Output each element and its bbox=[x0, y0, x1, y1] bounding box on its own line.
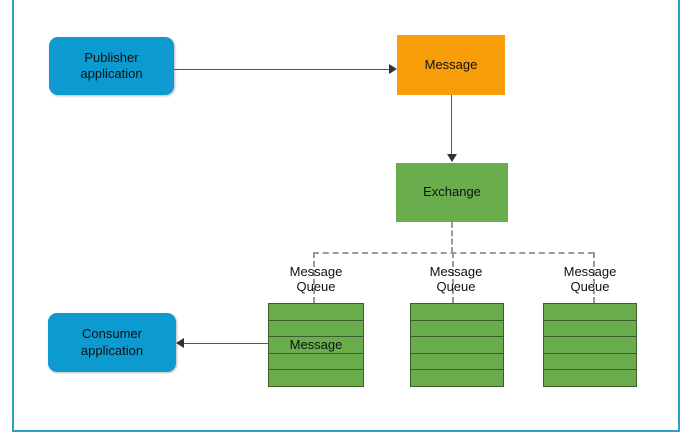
queue-2-cell-5 bbox=[411, 370, 503, 387]
bus-drop-queue-3 bbox=[593, 252, 595, 303]
queue-to-consumer-connector bbox=[184, 343, 268, 344]
queue-3-label-line2: Queue bbox=[570, 279, 610, 295]
queue-1-cell-5 bbox=[269, 370, 363, 387]
queue-2-cell-1 bbox=[411, 304, 503, 321]
message-node-label: Message bbox=[424, 56, 478, 72]
message-node[interactable]: Message bbox=[397, 35, 505, 95]
exchange-node[interactable]: Exchange bbox=[396, 163, 508, 222]
publisher-to-message-arrowhead bbox=[389, 64, 397, 74]
queue-1-cell-2 bbox=[269, 321, 363, 338]
consumer-label-line1: Consumer bbox=[82, 326, 142, 342]
publisher-label-line1: Publisher bbox=[84, 49, 139, 65]
queue-1-label-line1: Message bbox=[289, 264, 343, 279]
message-to-exchange-connector bbox=[451, 95, 452, 155]
queue-3-cell-2 bbox=[544, 321, 636, 338]
exchange-bus-drop-line bbox=[451, 222, 453, 253]
bus-drop-queue-2 bbox=[452, 252, 454, 303]
consumer-label-line2: application bbox=[80, 342, 144, 358]
queue-3-cell-5 bbox=[544, 370, 636, 387]
exchange-node-label: Exchange bbox=[423, 184, 481, 200]
bus-drop-queue-1 bbox=[313, 252, 315, 303]
publisher-application-node[interactable]: Publisher application bbox=[49, 37, 174, 95]
queue-1-cell-3: Message bbox=[269, 337, 363, 354]
queue-3-label: Message Queue bbox=[530, 264, 650, 295]
queue-2-label: Message Queue bbox=[396, 264, 516, 295]
queue-3-cell-1 bbox=[544, 304, 636, 321]
message-queue-2[interactable] bbox=[410, 303, 504, 387]
consumer-application-node[interactable]: Consumer application bbox=[48, 313, 176, 372]
consumer-application-label: Consumer application bbox=[81, 326, 143, 359]
queue-2-cell-4 bbox=[411, 354, 503, 371]
queue-1-label: Message Queue bbox=[256, 264, 376, 295]
queue-3-cell-3 bbox=[544, 337, 636, 354]
queue-1-label-line2: Queue bbox=[296, 279, 336, 295]
message-queue-1[interactable]: Message bbox=[268, 303, 364, 387]
queue-2-cell-2 bbox=[411, 321, 503, 338]
queue-to-consumer-arrowhead bbox=[176, 338, 184, 348]
publisher-application-label: Publisher application bbox=[80, 50, 142, 83]
queue-2-cell-3 bbox=[411, 337, 503, 354]
message-queue-3[interactable] bbox=[543, 303, 637, 387]
message-to-exchange-arrowhead bbox=[447, 154, 457, 162]
queue-2-label-line1: Message bbox=[429, 264, 483, 279]
queue-3-label-line1: Message bbox=[563, 264, 617, 279]
queue-1-cell-1 bbox=[269, 304, 363, 321]
publisher-label-line2: application bbox=[80, 66, 143, 81]
queue-1-cell-4 bbox=[269, 354, 363, 371]
publisher-to-message-connector bbox=[174, 69, 390, 70]
queue-3-cell-4 bbox=[544, 354, 636, 371]
queue-2-label-line2: Queue bbox=[436, 279, 476, 295]
